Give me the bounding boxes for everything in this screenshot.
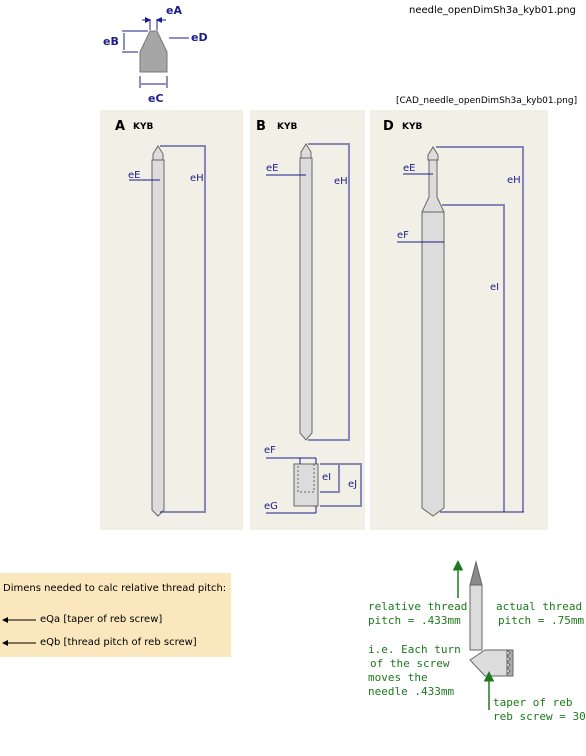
panel-b-label-eI: eI	[322, 472, 332, 483]
panel-a-letter: A	[115, 119, 126, 134]
panel-b-letter: B	[256, 119, 266, 134]
label-eB: eB	[103, 35, 119, 48]
taper-line2: reb screw = 30	[493, 710, 586, 723]
needle-a	[129, 145, 206, 517]
tip-detail	[122, 17, 189, 88]
needle-d	[397, 146, 524, 517]
relative-pitch-line2: pitch = .433mm	[368, 614, 461, 627]
label-eC: eC	[148, 92, 164, 105]
panel-b-label-eF: eF	[264, 445, 276, 456]
thread-screw-teeth	[505, 649, 514, 677]
notes-item-pitch: eQb [thread pitch of reb screw]	[40, 637, 197, 648]
panel-d-label-eI: eI	[490, 282, 500, 293]
panel-a-brand: KYB	[133, 122, 154, 132]
relative-pitch-line1: relative thread	[368, 600, 468, 613]
panel-b-label-eE: eE	[266, 163, 279, 174]
panel-b-label-eH: eH	[334, 176, 348, 187]
thread-needle-tip	[469, 560, 483, 586]
panel-a-label-eE: eE	[128, 170, 141, 181]
notes-box	[0, 573, 231, 657]
explanation-line3: moves the	[368, 671, 428, 684]
thread-needle-body	[469, 584, 483, 651]
image-filename: needle_openDimSh3a_kyb01.png	[409, 5, 576, 16]
panel-b-label-eJ: eJ	[348, 479, 358, 490]
panel-d	[370, 110, 548, 530]
panel-d-label-eH: eH	[507, 175, 521, 186]
panel-b-brand: KYB	[277, 122, 298, 132]
cad-filename: [CAD_needle_openDimSh3a_kyb01.png]	[396, 96, 578, 106]
explanation-line2: of the screw	[370, 657, 450, 670]
panel-d-letter: D	[383, 119, 394, 134]
needle-a-body	[151, 145, 165, 517]
actual-pitch-line2: pitch = .75mm	[498, 614, 585, 627]
notes-title: Dimens needed to calc relative thread pi…	[3, 583, 227, 594]
panel-d-label-eF: eF	[397, 230, 409, 241]
notes-item-taper: eQa [taper of reb screw]	[40, 614, 163, 625]
explanation-line1: i.e. Each turn	[368, 643, 461, 656]
panel-b-label-eG: eG	[264, 501, 278, 512]
panel-d-brand: KYB	[402, 122, 423, 132]
needle-d-body	[421, 146, 445, 517]
label-eD: eD	[191, 31, 208, 44]
panel-d-label-eE: eE	[403, 163, 416, 174]
thread-diagram	[452, 560, 514, 710]
explanation-line4: needle .433mm	[368, 685, 455, 698]
needle-b-body	[299, 143, 313, 441]
label-eA: eA	[166, 4, 182, 17]
panel-a	[100, 110, 243, 530]
thread-screw-body	[469, 649, 508, 677]
panel-a-label-eH: eH	[190, 173, 204, 184]
needle-b	[266, 143, 362, 514]
taper-line1: taper of reb	[493, 696, 573, 709]
tip-shape	[139, 30, 168, 73]
actual-pitch-line1: actual thread	[496, 600, 583, 613]
